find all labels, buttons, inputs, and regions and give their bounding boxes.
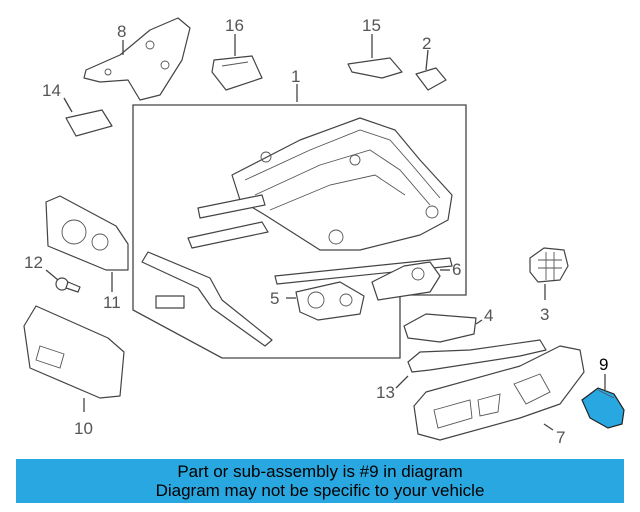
- part-3-knob: [529, 247, 569, 283]
- callout-12: 12: [24, 253, 43, 272]
- part-7-side-cover: [413, 345, 585, 441]
- callout-16: 16: [225, 16, 244, 35]
- callout-14: 14: [42, 81, 61, 100]
- part-5-motor: [295, 281, 365, 321]
- callout-8: 8: [117, 22, 126, 41]
- part-13-trim: [407, 339, 547, 373]
- part-10-panel: [23, 305, 125, 399]
- part-11-cover: [45, 195, 129, 271]
- callout-7: 7: [556, 428, 565, 447]
- callout-5: 5: [270, 289, 279, 308]
- callout-2: 2: [422, 34, 431, 53]
- part-6-motor: [371, 261, 441, 301]
- callout-6: 6: [452, 260, 461, 279]
- callout-9: 9: [599, 355, 608, 374]
- part-14-clip: [65, 109, 113, 137]
- part-16-clip: [211, 55, 263, 91]
- part-15-clip: [347, 57, 403, 79]
- part-8-bracket: [83, 17, 191, 101]
- footer-banner: Part or sub-assembly is #9 in diagram Di…: [16, 459, 624, 503]
- footer-line-2: Diagram may not be specific to your vehi…: [155, 481, 485, 500]
- part-4-module: [403, 313, 477, 343]
- callout-4: 4: [484, 306, 493, 325]
- leader-lines: [45, 34, 606, 431]
- parts-diagram: 1 2 3 4 5 6 7 8 9 10 11 12 13 14 15 16: [23, 16, 625, 447]
- callout-11: 11: [103, 293, 121, 312]
- part-2-clip: [415, 67, 447, 91]
- callout-3: 3: [540, 305, 549, 324]
- callout-labels: 1 2 3 4 5 6 7 8 9 10 11 12 13 14 15 16: [24, 16, 608, 447]
- callout-15: 15: [362, 16, 381, 35]
- callout-1: 1: [291, 67, 300, 86]
- callout-10: 10: [74, 419, 93, 438]
- part-12-bolt: [55, 277, 81, 293]
- footer-line-1: Part or sub-assembly is #9 in diagram: [177, 462, 463, 481]
- part-9-highlighted: [581, 387, 625, 429]
- seat-frame-assembly: [132, 104, 467, 359]
- callout-13: 13: [376, 383, 395, 402]
